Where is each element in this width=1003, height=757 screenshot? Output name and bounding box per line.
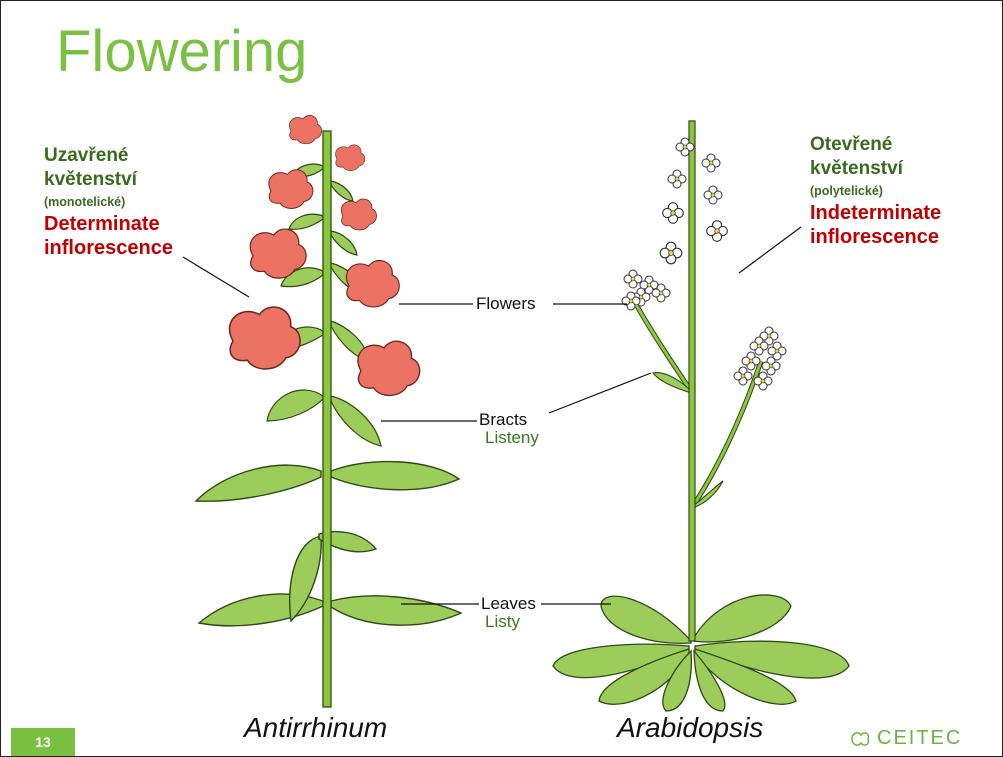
determinate-cz-line2: květenství bbox=[44, 168, 173, 192]
flowers-label: Flowers bbox=[476, 295, 536, 312]
bracts-cz-label: Listeny bbox=[485, 429, 539, 446]
arabidopsis-plant bbox=[553, 121, 849, 711]
determinate-cz-sub: (monotelické) bbox=[44, 192, 173, 212]
antirrhinum-plant bbox=[196, 115, 461, 707]
determinate-cz-line1: Uzavřené bbox=[44, 144, 173, 168]
indeterminate-pointer bbox=[739, 227, 801, 273]
slide-title: Flowering bbox=[56, 23, 307, 81]
ceitec-wordmark: CEITEC bbox=[877, 727, 962, 750]
determinate-en-line1: Determinate bbox=[44, 212, 173, 236]
indeterminate-en-line1: Indeterminate bbox=[810, 201, 941, 225]
genus-antirrhinum: Antirrhinum bbox=[244, 712, 387, 744]
page-number: 13 bbox=[11, 728, 75, 756]
bracts-label: Bracts bbox=[479, 411, 527, 428]
determinate-pointer bbox=[183, 257, 249, 297]
indeterminate-cz-line2: květenství bbox=[810, 157, 941, 181]
determinate-en-line2: inflorescence bbox=[44, 236, 173, 260]
ceitec-logo: CEITEC bbox=[849, 727, 962, 750]
leaves-label: Leaves bbox=[481, 595, 536, 612]
indeterminate-label: Otevřené květenství (polytelické) Indete… bbox=[810, 133, 941, 249]
bracts-leader-right bbox=[549, 373, 651, 413]
indeterminate-cz-line1: Otevřené bbox=[810, 133, 941, 157]
indeterminate-en-line2: inflorescence bbox=[810, 225, 941, 249]
genus-arabidopsis: Arabidopsis bbox=[617, 712, 763, 744]
ceitec-mark-icon bbox=[849, 730, 871, 748]
indeterminate-cz-sub: (polytelické) bbox=[810, 181, 941, 201]
determinate-label: Uzavřené květenství (monotelické) Determ… bbox=[44, 144, 173, 260]
leaves-cz-label: Listy bbox=[485, 613, 520, 630]
